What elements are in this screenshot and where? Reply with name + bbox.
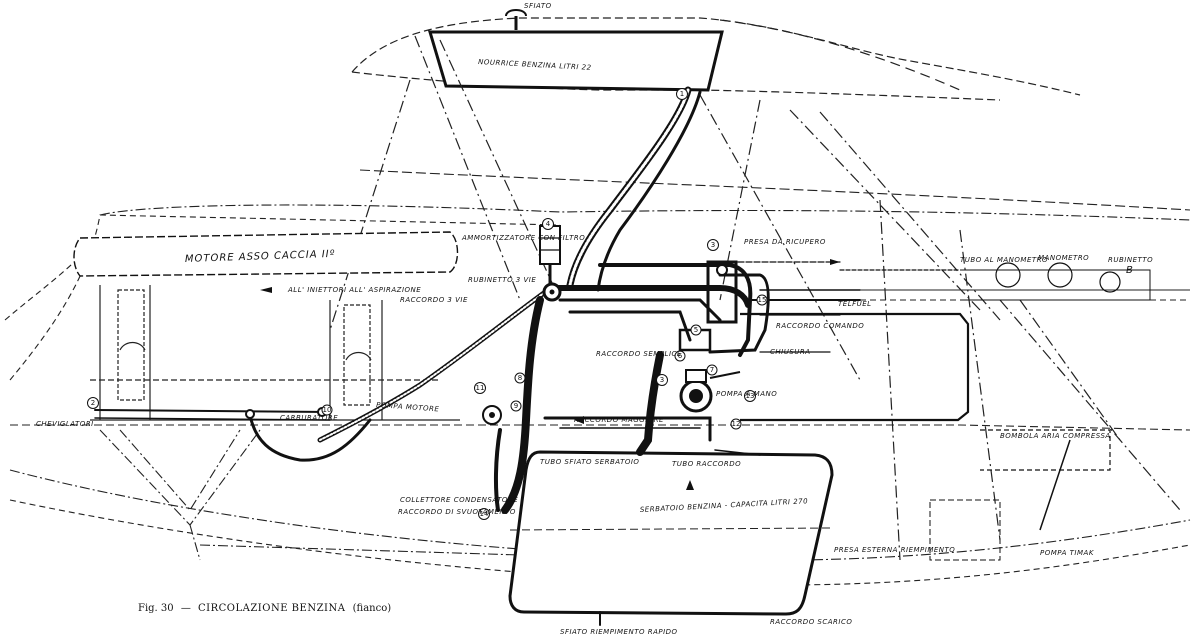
raccordo-scarico-label: RACCORDO SCARICO <box>770 618 852 626</box>
rubinetto-b-label: RUBINETTO <box>1108 256 1153 264</box>
callout-12-num: 12 <box>732 420 741 428</box>
callout-14-num: 14 <box>480 510 489 518</box>
telfuel-label: TELFUEL <box>838 300 872 308</box>
hand-pump <box>679 369 741 413</box>
callout-11: 11 <box>474 382 486 394</box>
wing-struts <box>329 35 1181 561</box>
rubinetto-3vie-label: RUBINETTO 3 VIE <box>468 276 536 284</box>
callout-6: 6 <box>674 350 686 362</box>
manometro-label: MANOMETRO <box>1038 254 1089 262</box>
engine: MOTORE ASSO CACCIA IIº CARBURATORE <box>73 231 460 421</box>
carburatore-text: CARBURATORE <box>280 414 338 422</box>
callout-2: 2 <box>87 397 99 409</box>
callout-1: 1 <box>676 88 688 100</box>
vent-cap <box>505 9 527 30</box>
tubo-raccordo-label: TUBO RACCORDO <box>672 460 741 468</box>
main-fuel-tank: SERBATOIO BENZINA - CAPACITA LITRI 270 <box>508 450 834 616</box>
figure-number: Fig. 30 <box>138 603 174 614</box>
tubo-manometro-label: TUBO AL MANOMETRO <box>960 256 1048 264</box>
annotations: AMMORTIZZATORE CON FILTRO RUBINETTO 3 VI… <box>36 234 1153 636</box>
flow-arrows <box>260 259 840 490</box>
ammortizzatore-label: AMMORTIZZATORE CON FILTRO <box>461 234 585 242</box>
callout-7-num: 7 <box>710 366 714 374</box>
bombola-label: BOMBOLA ARIA COMPRESSA <box>1000 432 1111 440</box>
caption-title: CIRCOLAZIONE BENZINA <box>198 603 346 614</box>
caption-subtitle: (fianco) <box>352 603 392 614</box>
engine-pump <box>482 405 502 425</box>
callout-9: 9 <box>510 400 522 412</box>
callout-5: 5 <box>690 324 702 336</box>
iniettori-label: ALL' INIETTORI ALL' ASPIRAZIONE <box>287 286 421 294</box>
pompa-timak-label: POMPA TIMAK <box>1040 549 1095 557</box>
fuel-piping <box>94 86 961 626</box>
callout-15: 15 <box>756 294 768 306</box>
junction-block <box>678 260 738 352</box>
three-way-valve <box>542 282 562 302</box>
callout-7: 7 <box>706 364 718 376</box>
raccordo-maggiore-label: RACCORDO MAGGIORE <box>574 416 664 424</box>
collettore-label: COLLETTORE CONDENSATORE <box>400 496 518 504</box>
chiusura-label: CHIUSURA <box>770 348 811 356</box>
components <box>245 225 741 425</box>
sfiato-label: SFIATO <box>524 2 552 10</box>
badge-b-label: B <box>1126 265 1134 276</box>
figure-caption: Fig. 30 — CIRCOLAZIONE BENZINA (fianco) <box>138 603 395 614</box>
callout-11-num: 11 <box>476 384 485 392</box>
callout-3a: 3 <box>707 239 719 251</box>
caption-dash: — <box>180 603 191 614</box>
raccordo-comando-label: RACCORDO COMANDO <box>776 322 864 330</box>
callout-15-num: 15 <box>758 296 767 304</box>
callout-3b: 3 <box>656 374 668 386</box>
raccordo-semplice-label: RACCORDO SEMPLICE <box>596 350 682 358</box>
callout-4: 4 <box>542 218 554 230</box>
callout-3b-num: 3 <box>660 376 664 384</box>
callout-14: 14 <box>478 508 490 520</box>
callout-6-num: 6 <box>678 352 683 360</box>
presa-esterna-label: PRESA ESTERNA RIEMPIMENTO <box>834 546 955 554</box>
raccordo-svuotamento-label: RACCORDO DI SVUOTAMENTO <box>398 508 516 516</box>
callout-8-num: 8 <box>518 374 522 382</box>
presa-label: PRESA DA RICUPERO <box>744 238 826 246</box>
instrument-panel <box>740 262 1151 561</box>
pompa-mano-label: POMPA A MANO <box>716 390 777 398</box>
callout-3a-num: 3 <box>711 241 715 249</box>
callout-10-num: 10 <box>323 406 332 414</box>
numbered-callouts: 1 2 3 3 4 5 6 7 8 9 10 11 12 13 14 15 <box>87 88 768 520</box>
motore-label: MOTORE ASSO CACCIA IIº <box>185 249 336 265</box>
gravity-tank: SFIATO NOURRICE BENZINA LITRI 22 <box>427 2 724 92</box>
callout-5-num: 5 <box>694 326 698 334</box>
sfiato-bottom-label: SFIATO RIEMPIMENTO RAPIDO <box>560 628 678 636</box>
callout-12: 12 <box>730 418 742 430</box>
callout-13: 13 <box>744 390 756 402</box>
undercarriage <box>99 429 521 561</box>
tubo-sfiato-label: TUBO SFIATO SERBATOIO <box>540 458 639 466</box>
callout-13-num: 13 <box>746 392 755 400</box>
callout-9-num: 9 <box>514 402 518 410</box>
callout-10: 10 <box>321 404 333 416</box>
raccordo-3vie-label: RACCORDO 3 VIE <box>400 296 468 304</box>
callout-2-num: 2 <box>91 399 95 407</box>
cheviglatori-label: CHEVIGLATORI <box>36 420 94 428</box>
callout-8: 8 <box>514 372 526 384</box>
pompa-motore-label: POMPA MOTORE <box>376 401 440 413</box>
callout-4-num: 4 <box>546 220 551 228</box>
callout-1-num: 1 <box>680 90 684 98</box>
